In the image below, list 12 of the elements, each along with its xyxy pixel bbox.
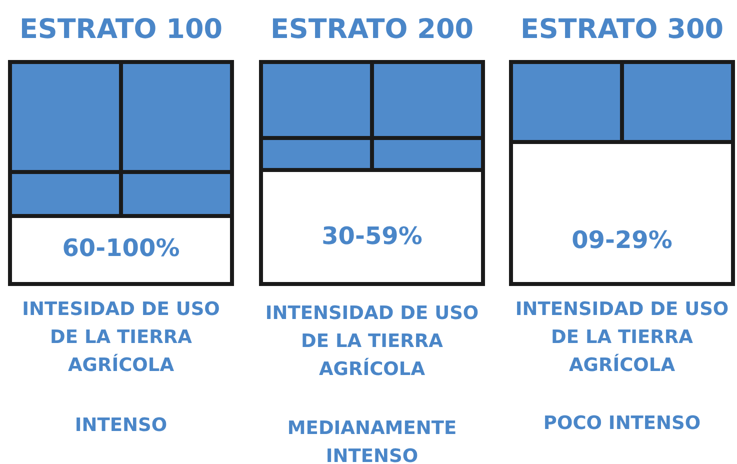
- percentage-range: 09-29%: [570, 226, 674, 254]
- percentage-range: 60-100%: [61, 234, 181, 262]
- stratum-title: ESTRATO 100: [18, 14, 224, 45]
- description-text: INTENSIDAD DE USO DE LA TIERRA AGRÍCOLA: [264, 302, 480, 382]
- intensity-text: INTENSO: [74, 414, 168, 438]
- stratum-title: ESTRATO 300: [519, 14, 725, 45]
- intensity-text: POCO INTENSO: [542, 412, 702, 436]
- description-text: INTENSIDAD DE USO DE LA TIERRA AGRÍCOLA: [514, 298, 730, 378]
- percentage-range: 30-59%: [320, 222, 424, 250]
- intensity-text: MEDIANAMENTE INTENSO: [286, 417, 458, 464]
- stratum-title: ESTRATO 200: [269, 14, 475, 45]
- description-text: INTESIDAD DE USO DE LA TIERRA AGRÍCOLA: [21, 298, 221, 378]
